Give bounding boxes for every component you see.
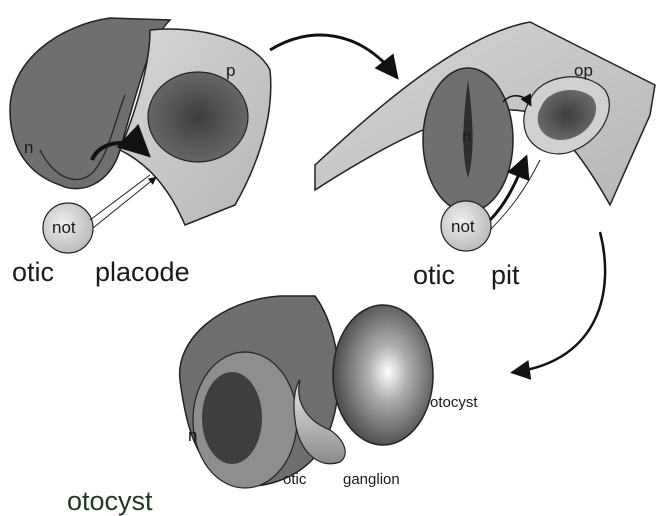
otocyst-panel (180, 296, 433, 488)
otocyst-label-ganglion: ganglion (343, 472, 400, 487)
pit-caption-otic: otic (413, 262, 455, 289)
otocyst-label-otocyst: otocyst (430, 395, 478, 410)
placode-caption-otic: otic (12, 259, 54, 286)
arrow-placode-to-pit (270, 35, 395, 75)
placode-label-not: not (52, 219, 76, 236)
placode-panel (10, 18, 271, 253)
pit-label-n: n (462, 128, 471, 145)
pit-label-op: op (574, 62, 593, 79)
arrow-pit-to-otocyst (515, 232, 605, 372)
placode-thickening (148, 72, 248, 162)
pit-panel (315, 22, 655, 251)
otocyst-label-otic: otic (283, 472, 306, 487)
pit-label-not: not (451, 218, 475, 235)
placode-label-n: n (24, 139, 33, 156)
placode-label-p: p (226, 62, 235, 79)
pit-caption-pit: pit (491, 262, 520, 289)
placode-caption-placode: placode (95, 259, 190, 286)
otocyst-caption: otocyst (67, 488, 153, 515)
otocyst-label-n: n (188, 427, 197, 444)
otocyst-vesicle (333, 305, 433, 445)
